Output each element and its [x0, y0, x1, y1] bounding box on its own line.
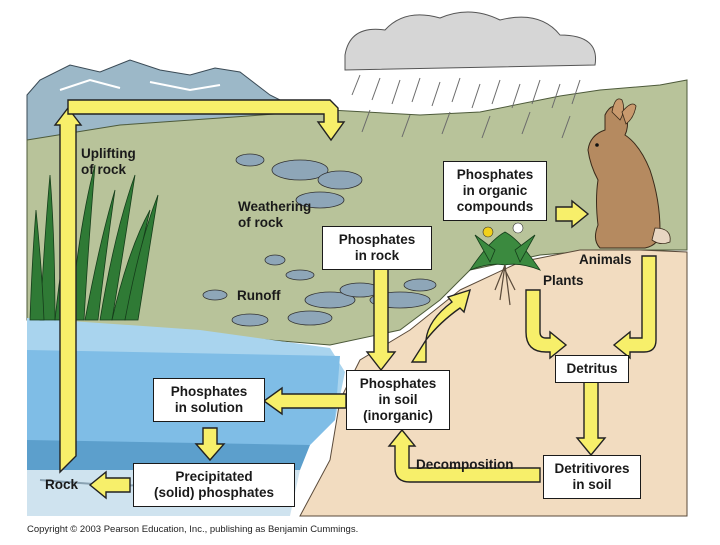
rain — [351, 74, 581, 139]
box-phosphates-in-soil: Phosphates in soil (inorganic) — [346, 370, 450, 430]
precipitated-to-rock-arrow — [88, 470, 131, 500]
box-phosphates-in-solution: Phosphates in solution — [153, 378, 265, 422]
decomposition-arrow — [387, 428, 541, 483]
label-uplifting-of-rock: Uplifting of rock — [81, 146, 136, 177]
organic-to-animals-arrow — [555, 199, 590, 229]
top-arrow — [67, 99, 346, 142]
plant — [468, 222, 542, 306]
label-runoff: Runoff — [237, 288, 281, 303]
plants-to-detritus-arrow — [525, 289, 568, 360]
soil-to-solution-arrow — [262, 386, 347, 416]
detritus-to-detritivores-arrow — [575, 381, 607, 457]
animals-to-detritus-arrow — [612, 255, 657, 360]
label-decomposition: Decomposition — [416, 457, 514, 472]
soil-to-plants-arrow — [410, 288, 472, 363]
copyright-notice: Copyright © 2003 Pearson Education, Inc.… — [27, 524, 359, 535]
box-detritus: Detritus — [555, 355, 629, 383]
box-phosphates-in-organic-compounds: Phosphates in organic compounds — [443, 161, 547, 221]
label-animals: Animals — [579, 252, 632, 267]
label-rock: Rock — [45, 477, 79, 492]
label-weathering-of-rock: Weathering of rock — [238, 199, 312, 230]
rock-to-soil-arrow — [365, 267, 397, 372]
box-detritivores-in-soil: Detritivores in soil — [543, 455, 641, 499]
label-plants: Plants — [543, 273, 584, 288]
solution-to-precipitated-arrow — [194, 427, 226, 462]
box-precipitated-phosphates: Precipitated (solid) phosphates — [133, 463, 295, 507]
uplifting-arrow — [53, 106, 83, 474]
box-phosphates-in-rock: Phosphates in rock — [322, 226, 432, 270]
cloud — [344, 11, 597, 71]
rabbit — [587, 98, 671, 249]
